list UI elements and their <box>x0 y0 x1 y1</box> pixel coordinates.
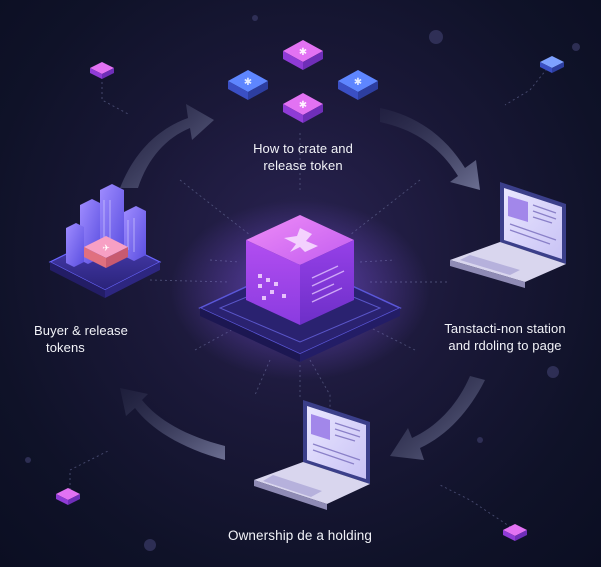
label-transaction-line2: and rdoling to page <box>448 338 562 353</box>
token-tile-blue-right: ✱ <box>338 70 378 100</box>
token-tile-pink-top: ✱ <box>283 40 323 70</box>
background-particles <box>25 15 580 551</box>
svg-text:✈: ✈ <box>102 244 110 254</box>
svg-text:✱: ✱ <box>244 77 252 88</box>
corner-token-bottom-right <box>503 524 527 541</box>
arrow-create-to-transaction <box>380 108 480 190</box>
label-ownership: Ownership de a holding <box>210 527 390 544</box>
label-buyer-line2: tokens <box>46 340 85 355</box>
flow-arrows <box>120 104 485 460</box>
corner-token-top-right <box>540 56 564 73</box>
label-create-token: How to crate and release token <box>233 140 373 174</box>
corner-token-bottom-left <box>56 488 80 505</box>
corner-token-top-left <box>90 62 114 79</box>
city-buildings-icon: ✈ <box>48 184 162 298</box>
label-transaction-line1: Tanstacti-non station <box>444 321 566 336</box>
label-buyer-release: Buyer & release tokens <box>34 322 154 356</box>
svg-text:✱: ✱ <box>354 77 362 88</box>
token-tile-blue-left: ✱ <box>228 70 268 100</box>
arrow-buyer-to-create <box>120 104 214 188</box>
svg-text:✱: ✱ <box>299 100 307 111</box>
label-create-line2: release token <box>263 158 343 173</box>
token-cube-icon <box>246 215 354 325</box>
svg-text:✱: ✱ <box>299 47 307 58</box>
label-create-line1: How to crate and <box>253 141 353 156</box>
laptop-icon <box>254 400 370 510</box>
label-buyer-line1: Buyer & release <box>34 323 128 338</box>
hexagon-token-cluster-icon: ✱ ✱ ✱ ✱ <box>228 40 378 123</box>
arrow-ownership-to-buyer <box>120 388 225 460</box>
label-ownership-line1: Ownership de a holding <box>227 528 373 543</box>
token-tile-pink-bottom: ✱ <box>283 93 323 123</box>
arrow-transaction-to-ownership <box>390 376 485 460</box>
label-transaction: Tanstacti-non station and rdoling to pag… <box>420 320 590 354</box>
laptop-icon <box>450 182 566 288</box>
